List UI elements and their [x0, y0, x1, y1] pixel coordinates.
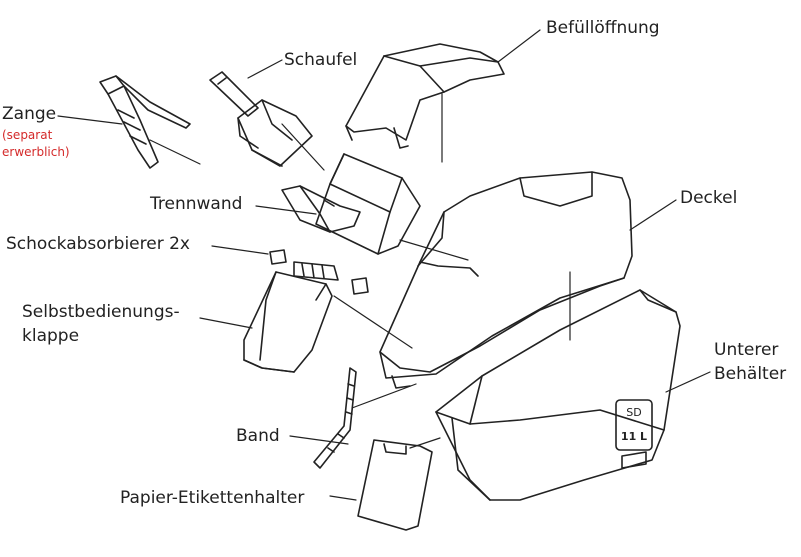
- trennwand-part: [281, 153, 421, 255]
- volume-text: 11 L: [621, 430, 647, 443]
- behaelter-part: [435, 289, 681, 501]
- leader-schaufel-down: [281, 123, 325, 171]
- leader-lines: [57, 29, 711, 501]
- label-zange-note-1: (separat: [2, 128, 53, 142]
- leader-papier: [329, 495, 357, 501]
- leader-zange: [57, 115, 123, 125]
- leader-schockabsorbierer-right: [333, 295, 413, 349]
- label-befuelloeffnung: Befüllöffnung: [546, 18, 660, 38]
- label-schockabsorbierer: Schockabsorbierer 2x: [6, 234, 190, 254]
- label-zange: Zange: [2, 104, 57, 124]
- leader-klappe: [199, 317, 253, 329]
- label-band: Band: [236, 426, 280, 446]
- schaufel-part: [209, 71, 313, 167]
- leader-unterer: [665, 371, 711, 393]
- logo-text: SD: [626, 406, 641, 419]
- label-selbstbedienungs-2: klappe: [22, 326, 80, 346]
- label-deckel: Deckel: [680, 188, 738, 208]
- leader-deckel: [629, 199, 677, 231]
- leader-zange-down: [149, 139, 201, 165]
- papier-part: [357, 439, 433, 531]
- klappe-part: [243, 271, 333, 373]
- leader-schockabsorbierer: [211, 245, 269, 255]
- leader-band-right: [351, 383, 417, 409]
- label-unterer-1: Unterer: [714, 340, 779, 360]
- leader-befuelloeffnung: [497, 29, 541, 63]
- zange-part: [99, 75, 191, 169]
- leader-papier-right: [409, 437, 441, 449]
- befuelloeffnung-part: [345, 43, 505, 149]
- label-schaufel: Schaufel: [284, 50, 358, 70]
- leader-trennwand: [255, 205, 317, 215]
- deckel-part: [379, 171, 633, 389]
- label-zange-note-2: erwerblich): [2, 145, 70, 159]
- label-trennwand: Trennwand: [150, 194, 243, 214]
- schockabsorbierer-part: [269, 249, 369, 295]
- band-part: [313, 367, 357, 469]
- label-selbstbedienungs-1: Selbstbedienungs-: [22, 302, 180, 322]
- label-papier: Papier-Etikettenhalter: [120, 488, 305, 508]
- leader-schaufel: [247, 59, 283, 79]
- leader-band: [289, 435, 349, 445]
- label-unterer-2: Behälter: [714, 364, 787, 384]
- leader-trennwand-right: [399, 239, 469, 261]
